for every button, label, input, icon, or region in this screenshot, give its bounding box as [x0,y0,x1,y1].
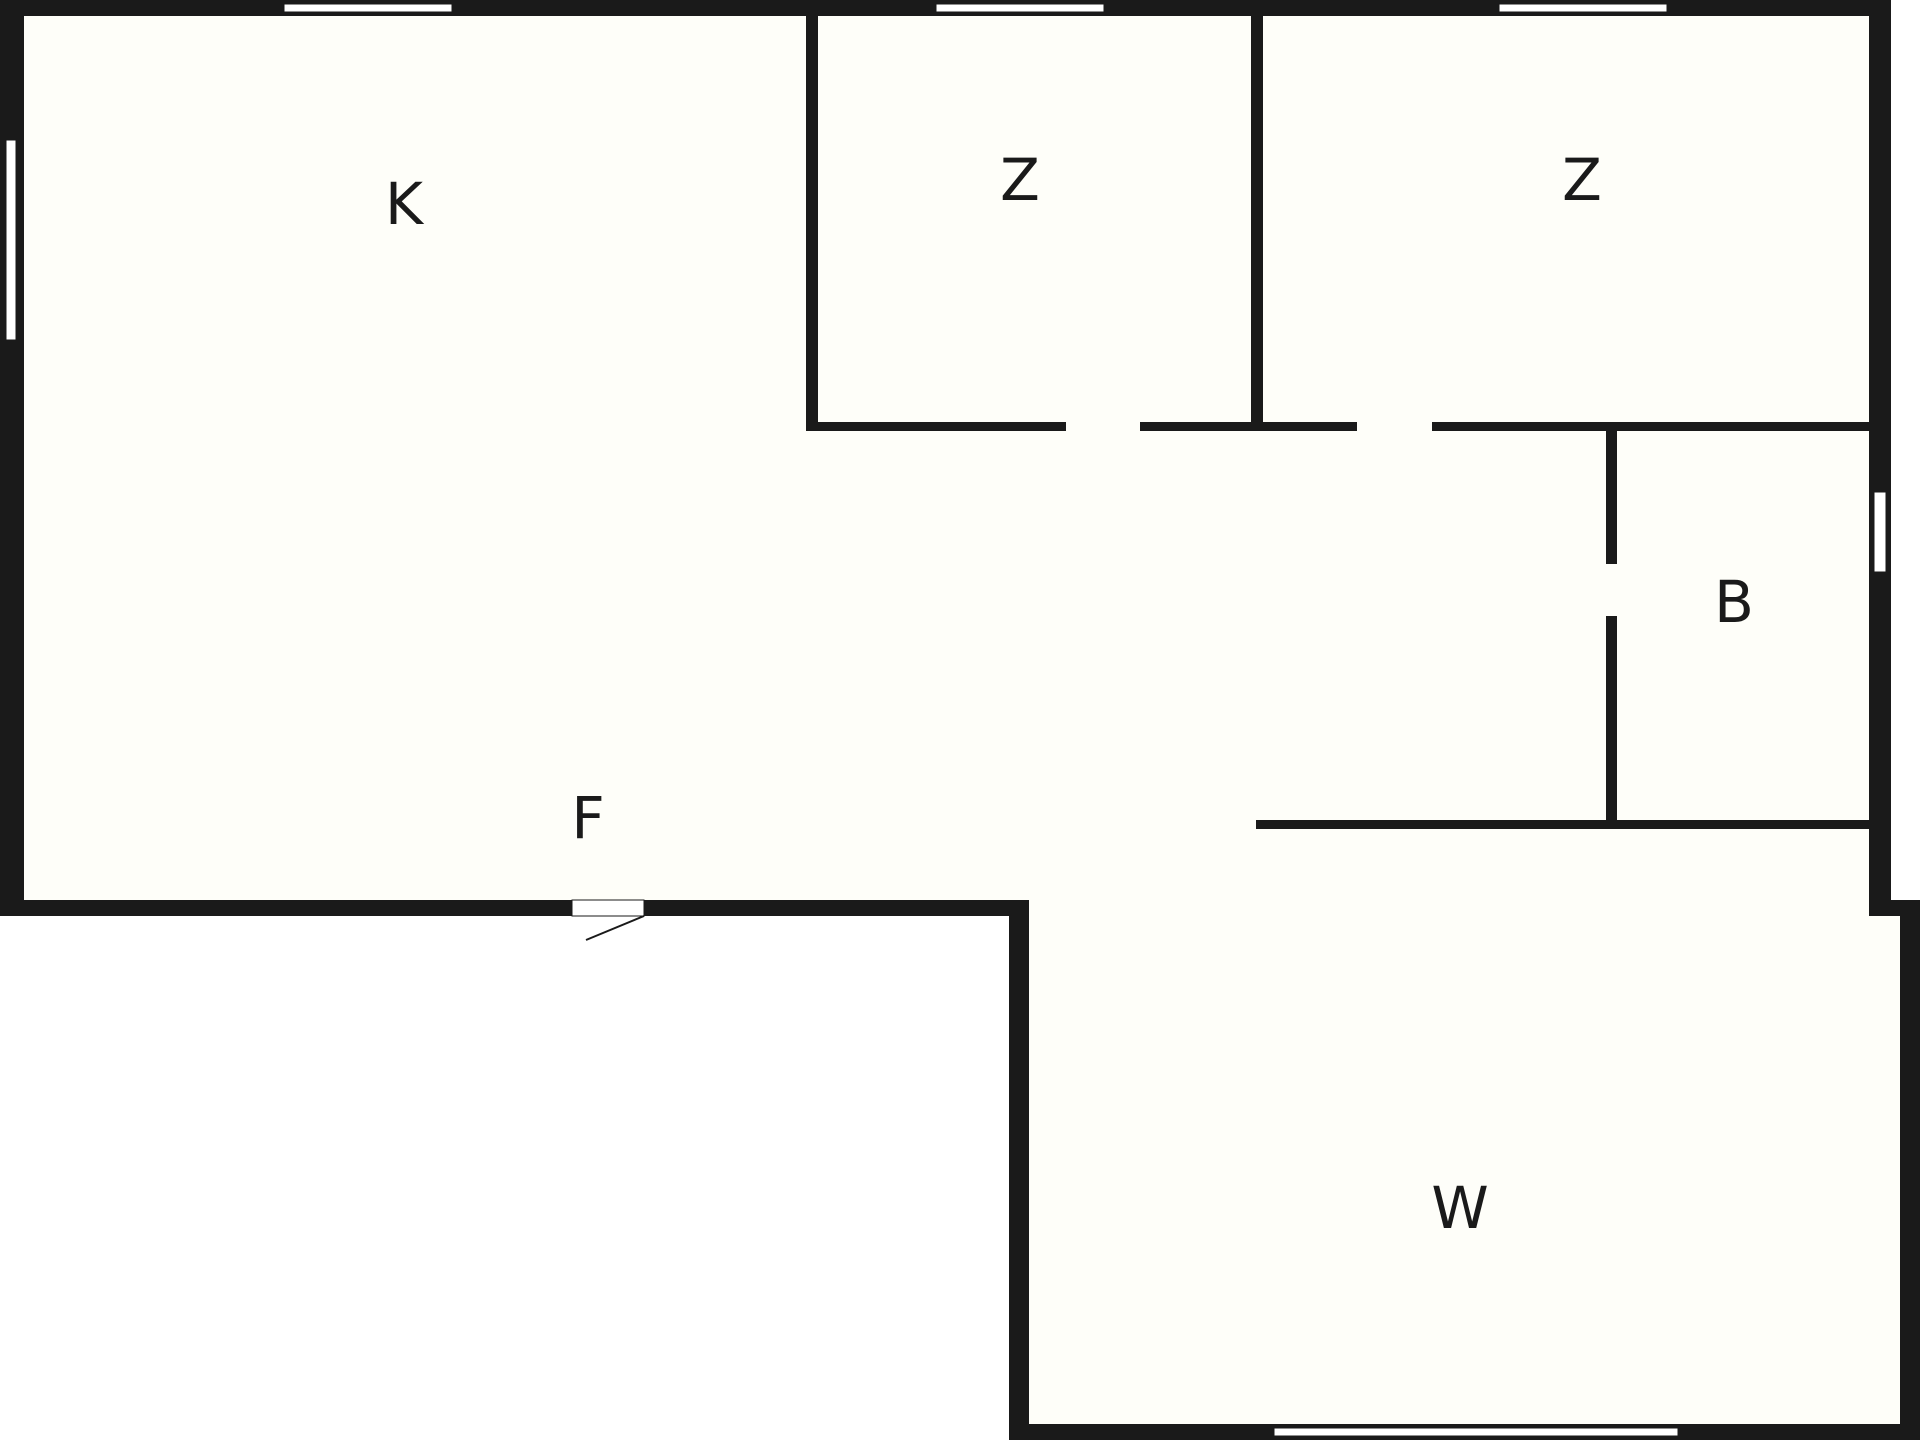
room-label-f: F [571,784,604,852]
windows [5,3,1887,1437]
wall-k-z1 [806,10,818,430]
room-label-z2: Z [1562,146,1602,214]
window-left-k [5,139,17,341]
wall-right-lower [1900,900,1920,1440]
wall-z2-hall [1432,422,1878,431]
room-label-z1: Z [1000,146,1040,214]
window-top-z1 [935,3,1105,13]
window-top-z2 [1498,3,1668,13]
wall-b-lower [1606,616,1617,824]
window-top-k [283,3,453,13]
interior-walls [806,10,1878,829]
wall-w-hall [1256,820,1878,829]
wall-middle-vertical [1009,900,1029,1440]
wall-left [0,0,24,916]
wall-z1-z2 [1251,10,1263,430]
entrance-door [571,899,645,941]
door-leaf [585,915,645,941]
floor-area [16,14,1906,1430]
room-label-w: W [1431,1174,1488,1242]
wall-right-upper [1869,0,1891,916]
wall-bottom-left [0,900,1028,916]
wall-b-upper [1606,427,1617,564]
room-label-k: K [385,170,425,238]
wall-z1-hall-right [1140,422,1357,431]
window-bottom-w [1273,1427,1679,1437]
wall-z1-hall-left [806,422,1066,431]
room-label-b: B [1714,568,1754,636]
door-opening [571,899,645,917]
window-right-b [1873,491,1887,573]
